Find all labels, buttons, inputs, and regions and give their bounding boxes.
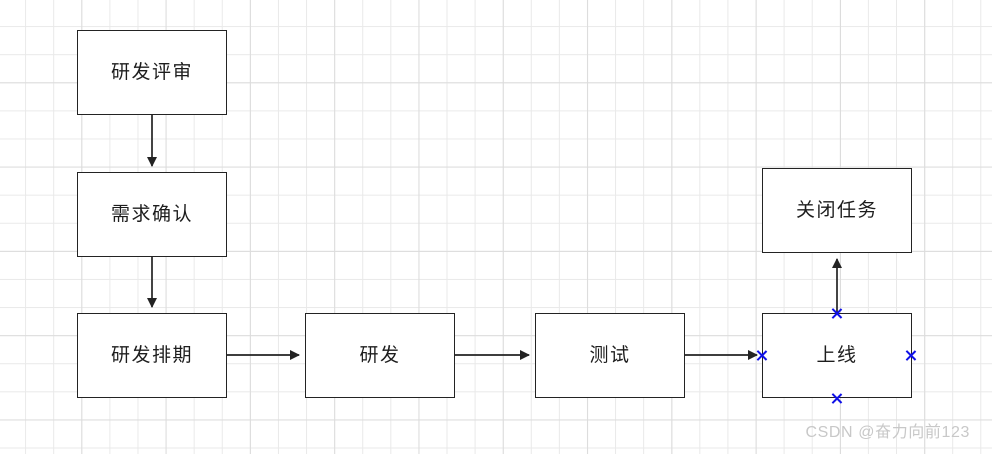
node-label: 上线 <box>816 345 858 366</box>
node-label: 研发 <box>359 345 401 366</box>
node-requirement-confirm[interactable]: 需求确认 <box>77 172 227 257</box>
node-label: 需求确认 <box>110 204 193 225</box>
watermark-text: CSDN @奋力向前123 <box>805 424 970 441</box>
node-research-schedule[interactable]: 研发排期 <box>77 313 227 398</box>
node-research-review[interactable]: 研发评审 <box>77 30 227 115</box>
node-go-live[interactable]: 上线 <box>762 313 912 398</box>
node-label: 研发排期 <box>110 345 193 366</box>
node-close-task[interactable]: 关闭任务 <box>762 168 912 253</box>
node-label: 测试 <box>589 345 631 366</box>
node-develop[interactable]: 研发 <box>305 313 455 398</box>
node-label: 研发评审 <box>110 62 193 83</box>
node-label: 关闭任务 <box>795 200 878 221</box>
node-test[interactable]: 测试 <box>535 313 685 398</box>
